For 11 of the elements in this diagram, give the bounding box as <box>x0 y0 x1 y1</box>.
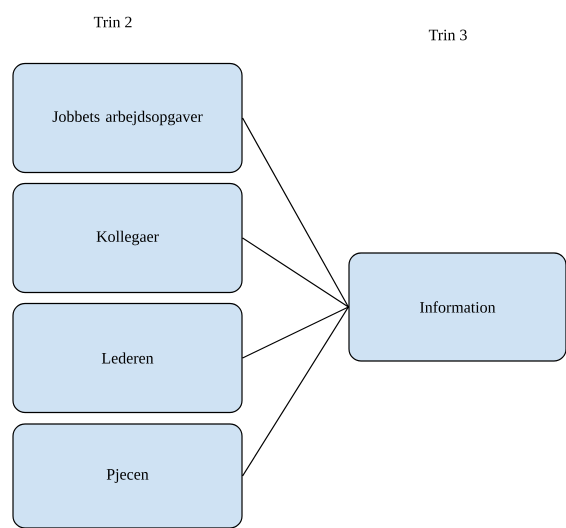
column-heading: Trin 2 <box>94 16 132 28</box>
process-box: Kollegaer <box>12 182 243 294</box>
connector-line <box>242 238 349 308</box>
column-heading: Trin 3 <box>428 30 467 40</box>
connector-line <box>242 118 349 308</box>
process-box: Lederen <box>12 302 243 414</box>
process-box: Pjecen <box>12 423 243 528</box>
connector-line <box>242 306 349 476</box>
process-box: Jobbets arbejdsopgaver <box>12 62 243 174</box>
process-box: Information <box>348 252 566 362</box>
connector-line <box>242 306 349 359</box>
